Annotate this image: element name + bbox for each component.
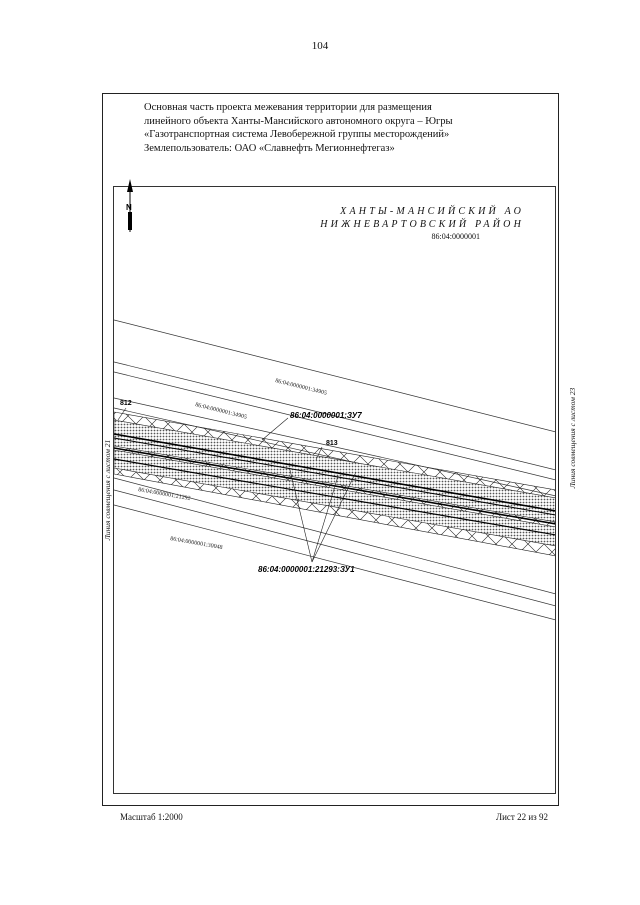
scale-label: Масштаб 1:2000 bbox=[120, 812, 183, 822]
region-title-line-1: ХАНТЫ-МАНСИЙСКИЙ АО bbox=[340, 206, 524, 217]
document-header: Основная часть проекта межевания террито… bbox=[144, 101, 544, 155]
north-label: N bbox=[126, 203, 132, 212]
label-plot-zu1: 86:04:0000001:21293:ЗУ1 bbox=[258, 565, 355, 574]
region-cadastral-code: 86:04:0000001 bbox=[431, 232, 480, 241]
leader-lines bbox=[117, 407, 357, 563]
header-line-4: Землепользователь: ОАО «Славнефть Мегион… bbox=[144, 142, 395, 154]
label-upper-road: 86:04:0000001:34905 bbox=[275, 378, 328, 397]
match-line-right: Линия совмещения с листом 23 bbox=[568, 387, 577, 489]
header-line-1: Основная часть проекта межевания террито… bbox=[144, 102, 432, 113]
match-line-left: Линия совмещения с листом 21 bbox=[103, 439, 112, 541]
point-813: 813 bbox=[326, 440, 338, 447]
north-arrow-icon bbox=[127, 179, 133, 232]
header-line-2: линейного объекта Ханты-Мансийского авто… bbox=[144, 115, 453, 127]
point-812: 812 bbox=[120, 400, 132, 407]
label-bottom-parcel: 86:04:0000001:30048 bbox=[170, 536, 223, 551]
label-lower-parcel: 86:04:0000001:21292 bbox=[138, 487, 191, 502]
plot-zu1-area bbox=[114, 449, 555, 547]
label-plot-zu7: 86:04:0000001:ЗУ7 bbox=[290, 411, 362, 420]
document-frame bbox=[102, 93, 559, 806]
page-number: 104 bbox=[311, 40, 329, 52]
header-line-3: «Газотранспортная система Левобережной г… bbox=[144, 129, 450, 140]
map-frame bbox=[113, 186, 556, 794]
plot-zu7-area bbox=[114, 419, 555, 523]
region-title-line-2: НИЖНЕВАРТОВСКИЙ РАЙОН bbox=[320, 219, 524, 230]
sheet-label: Лист 22 из 92 bbox=[496, 812, 548, 822]
